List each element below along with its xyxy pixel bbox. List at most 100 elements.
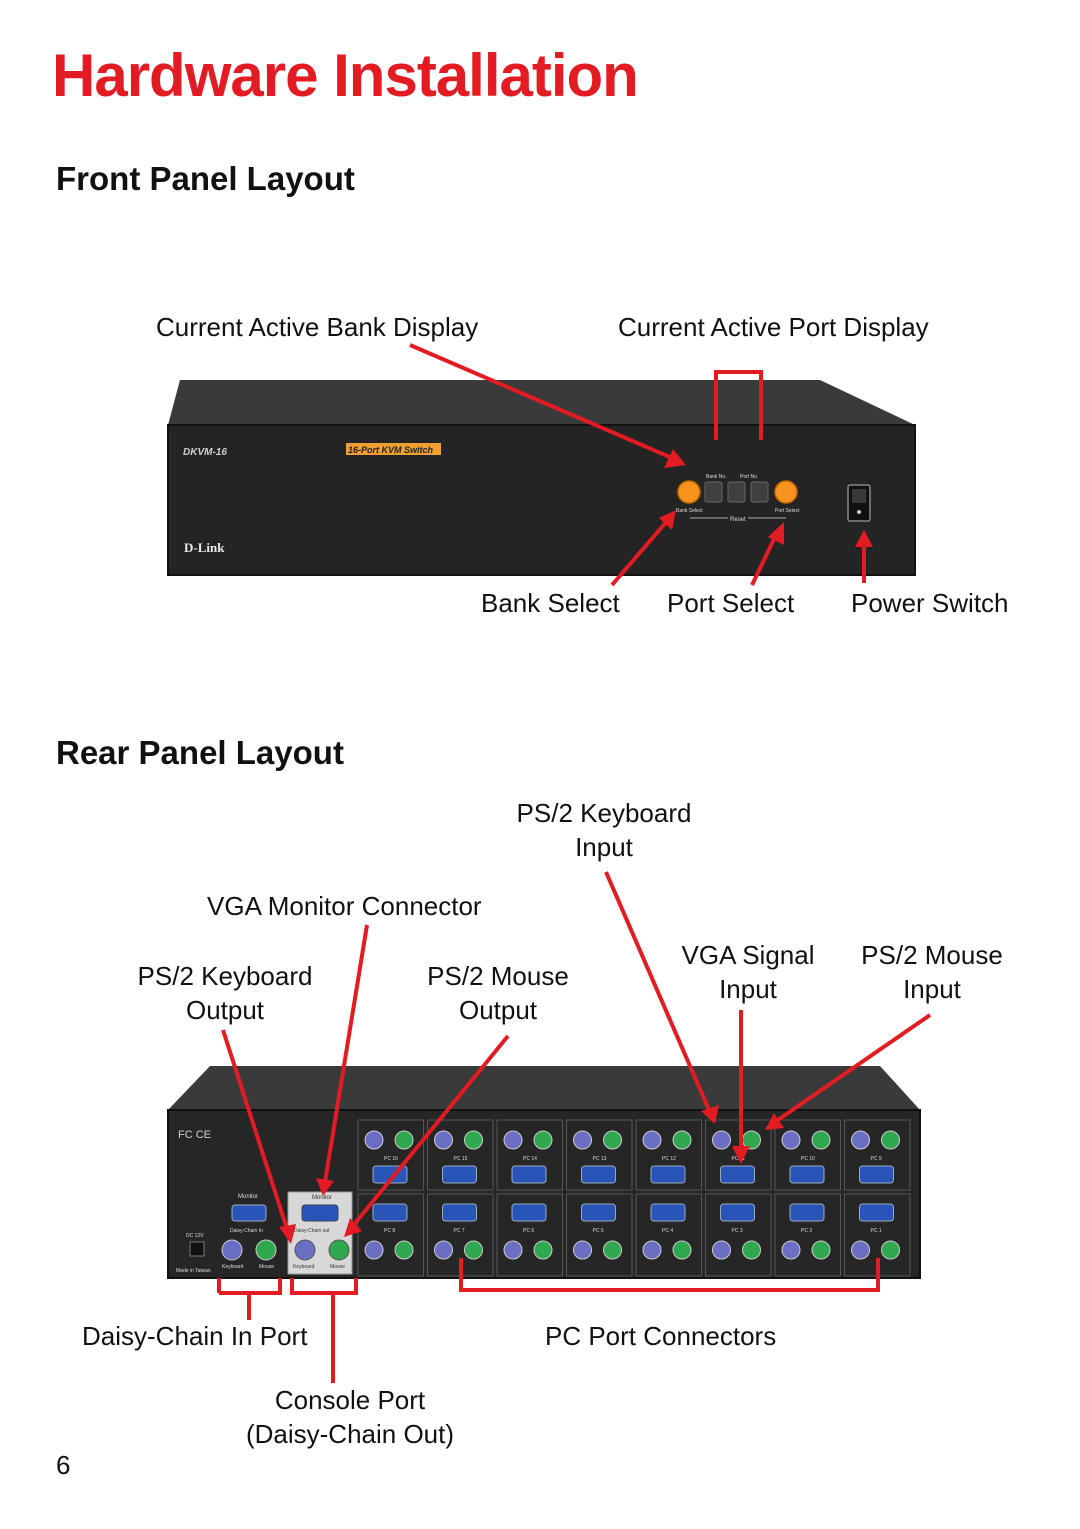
pc-vga-port (789, 1165, 825, 1184)
pc-port-label: PC 3 (732, 1228, 743, 1234)
ps2-mouse-output-line2: Output (458, 994, 538, 1025)
pc-mouse-port (464, 1130, 483, 1150)
pc-mouse-port (811, 1240, 831, 1260)
daisy-in-small-label: Daisy-Chain In (230, 1228, 263, 1234)
monitor-small-label: Monitor (238, 1194, 258, 1200)
pc-vga-port (511, 1203, 547, 1222)
pc-vga-port (859, 1203, 894, 1222)
pc-mouse-port (672, 1240, 692, 1260)
pc-port-label: PC 15 (454, 1156, 468, 1162)
pc-vga-port (372, 1203, 408, 1222)
pc-port-label: PC 16 (384, 1156, 398, 1162)
console-mouse-small: Mouse (330, 1264, 345, 1270)
pc-port-block (774, 1193, 841, 1277)
monitor-vga-port (231, 1204, 267, 1222)
pc-keyboard-port (503, 1240, 523, 1260)
daisy-in-keyboard-small: Keyboard (222, 1264, 244, 1270)
console-monitor-small-label: Monitor (312, 1195, 332, 1201)
pc-keyboard-port (781, 1130, 801, 1150)
pc-keyboard-port (851, 1130, 870, 1150)
pc-port-label: PC 4 (662, 1228, 673, 1234)
pc-port-block (774, 1119, 841, 1191)
pc-mouse-port (881, 1130, 900, 1150)
bank-select-label: Bank Select (481, 588, 620, 618)
pc-keyboard-port (573, 1240, 592, 1260)
pc-mouse-port (811, 1130, 831, 1150)
pc-port-label: PC 6 (523, 1228, 534, 1234)
pc-port-label: PC 14 (523, 1156, 537, 1162)
bank-select-button[interactable] (677, 480, 701, 504)
model-label: DKVM-16 (183, 447, 227, 458)
rear-panel-heading: Rear Panel Layout (56, 734, 344, 771)
pc-mouse-port (533, 1130, 553, 1150)
bank-display-label: Current Active Bank Display (156, 312, 479, 342)
port-display-digit-1 (727, 481, 746, 503)
pc-keyboard-port (434, 1240, 453, 1260)
ps2-kb-output-label: PS/2 Keyboard Output (120, 960, 330, 1028)
ps2-kb-input-label: PS/2 Keyboard Input (504, 797, 704, 865)
pc-port-label: PC 13 (593, 1156, 607, 1162)
pc-mouse-port (603, 1130, 622, 1150)
port-select-label: Port Select (667, 588, 795, 618)
ps2-mouse-input-line1: PS/2 Mouse (861, 940, 1003, 970)
pc-port-block (496, 1119, 563, 1191)
pc-keyboard-port (781, 1240, 801, 1260)
port-select-button[interactable] (774, 480, 798, 504)
pc-keyboard-port (364, 1130, 384, 1150)
made-in-label: Made in Taiwan (176, 1268, 211, 1274)
pc-vga-port (720, 1203, 755, 1222)
console-port-label: Console Port (Daisy-Chain Out) (230, 1384, 470, 1452)
bank-select-small-label: Bank Select (676, 508, 703, 514)
pc-port-block (635, 1193, 702, 1277)
pc-keyboard-port (712, 1130, 731, 1150)
ps2-kb-output-line1: PS/2 Keyboard (137, 961, 313, 991)
product-label-strip (346, 443, 441, 455)
port-display-digit-2 (750, 481, 769, 503)
port-no-small-label: Port No. (740, 474, 758, 480)
pc-vga-port (650, 1165, 686, 1184)
dc-power-jack (189, 1241, 205, 1257)
pc-port-block (705, 1193, 772, 1277)
pc-mouse-port (394, 1240, 414, 1260)
pc-port-block (635, 1119, 702, 1191)
pc-port-block (357, 1193, 424, 1277)
pc-keyboard-port (573, 1130, 592, 1150)
pc-mouse-port (464, 1240, 483, 1260)
ps2-kb-output-line2: Output (185, 994, 265, 1025)
dc-label: DC 12V (186, 1233, 204, 1239)
console-vga-port (301, 1204, 339, 1222)
fcc-mark: FC CE (178, 1129, 211, 1141)
pc-port-block (705, 1119, 772, 1191)
pc-mouse-port (672, 1130, 692, 1150)
pc-vga-port (442, 1203, 477, 1222)
pc-port-label: PC 7 (454, 1228, 465, 1234)
pc-vga-port (720, 1165, 755, 1184)
pc-keyboard-port (642, 1240, 662, 1260)
pc-connectors-label: PC Port Connectors (545, 1321, 777, 1351)
rear-device-top (168, 1066, 920, 1110)
vga-signal-line1: VGA Signal (681, 940, 815, 970)
pc-port-block (357, 1119, 424, 1191)
pc-port-label: PC 12 (662, 1156, 676, 1162)
pc-vga-port (859, 1165, 894, 1184)
pc-keyboard-port (434, 1130, 453, 1150)
pc-keyboard-port (503, 1130, 523, 1150)
pc-mouse-port (881, 1240, 900, 1260)
pc-port-block (566, 1119, 633, 1191)
pc-port-label: PC 2 (801, 1228, 812, 1234)
pc-port-block (496, 1193, 563, 1277)
pc-port-label: PC 8 (384, 1228, 395, 1234)
console-keyboard-small: Keyboard (293, 1264, 315, 1270)
daisy-in-mouse-port (255, 1239, 277, 1261)
ps2-kb-input-line1: PS/2 Keyboard (516, 798, 692, 828)
ps2-mouse-output-line1: PS/2 Mouse (427, 961, 569, 991)
pc-keyboard-port (364, 1240, 384, 1260)
pc-port-label: PC 5 (593, 1228, 604, 1234)
ps2-mouse-input-label: PS/2 Mouse Input (852, 939, 1012, 1007)
pc-vga-port (511, 1165, 547, 1184)
pc-port-label: PC 11 (732, 1156, 746, 1162)
daisy-out-small-label: Daisy-Chain out (294, 1228, 330, 1234)
console-line2: (Daisy-Chain Out) (245, 1418, 455, 1449)
